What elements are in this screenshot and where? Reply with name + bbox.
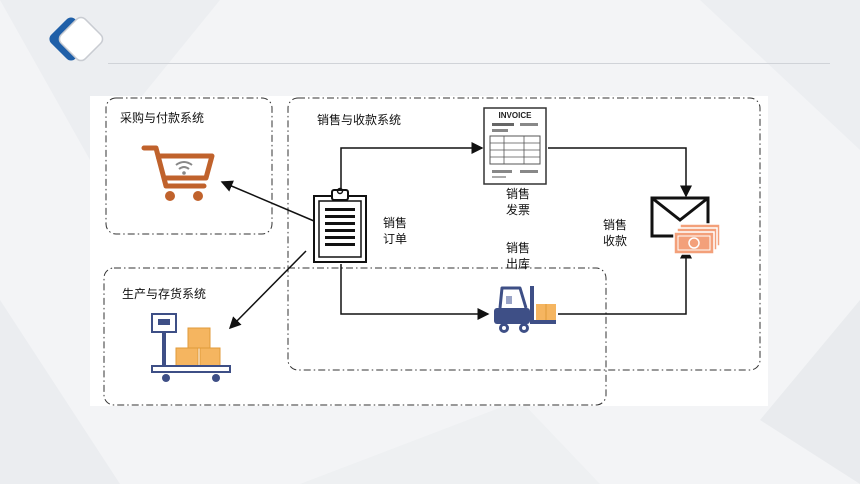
clipboard-order-icon [313,187,367,263]
sales-collection-label: 销售收款 [602,218,627,248]
arrow-order-to-forklift [340,264,490,320]
title-divider [108,63,830,64]
sales-outbound-label: 销售出库 [505,241,530,271]
purchasing-system-box [105,97,273,235]
purchasing-system-title: 采购与付款系统 [120,111,205,125]
sales-invoice-label: 销售发票 [505,187,530,217]
logo-diamond-icon [49,16,104,62]
invoice-icon: INVOICE [483,107,547,185]
platform-scale-boxes-icon [151,313,231,382]
sales-system-title: 销售与收款系统 [317,113,402,127]
arrow-order-to-purchasing [220,180,315,222]
invoice-header-text: INVOICE [499,111,533,120]
sales-system-box [287,97,761,371]
arrow-order-to-production [228,250,307,330]
sales-system-diagram: INVOICE [103,97,761,406]
arrow-order-to-invoice [340,142,484,197]
forklift-icon [494,286,556,333]
production-system-box [103,267,607,406]
arrow-outbound-to-collection [558,246,692,315]
shopping-cart-icon [141,145,215,201]
production-system-title: 生产与存货系统 [122,287,207,301]
envelope-money-icon [650,196,721,255]
sales-order-label: 销售订单 [382,216,407,246]
arrow-invoice-to-collection [548,147,692,198]
